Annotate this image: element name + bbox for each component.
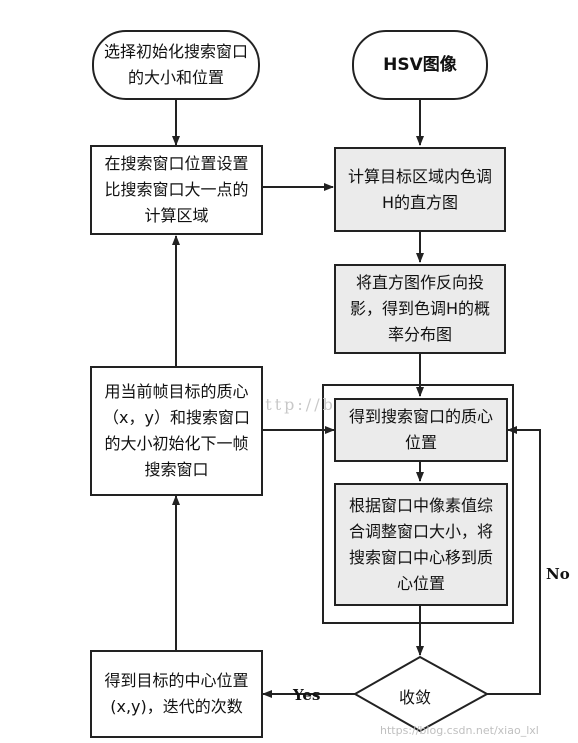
no-label: No — [546, 565, 570, 583]
adjust-text: 根据窗口中像素值综合调整窗口大小，将搜索窗口中心移到质心位置 — [348, 495, 493, 593]
set-region-node: 在搜索窗口位置设置比搜索窗口大一点的计算区域 — [90, 145, 263, 235]
centroid-node: 得到搜索窗口的质心位置 — [334, 398, 508, 462]
arrow-converge-no-loop — [487, 426, 541, 695]
init-next-node: 用当前帧目标的质心（x，y）和搜索窗口的大小初始化下一帧搜索窗口 — [90, 366, 263, 496]
adjust-node: 根据窗口中像素值综合调整窗口大小，将搜索窗口中心移到质心位置 — [334, 483, 508, 606]
hue-hist-node: 计算目标区域内色调H的直方图 — [334, 147, 506, 232]
start-node-hsv: HSV图像 — [352, 30, 488, 100]
back-project-text: 将直方图作反向投影，得到色调H的概率分布图 — [349, 273, 491, 344]
result-node: 得到目标的中心位置(x,y)，迭代的次数 — [90, 650, 263, 738]
watermark-url: https://blog.csdn.net/xiao_lxl — [380, 724, 539, 737]
result-text: 得到目标的中心位置(x,y)，迭代的次数 — [104, 671, 249, 716]
init-next-text: 用当前帧目标的质心（x，y）和搜索窗口的大小初始化下一帧搜索窗口 — [103, 382, 250, 479]
yes-label: Yes — [293, 686, 321, 704]
decision-diamond — [352, 655, 490, 733]
start-node-left-text: 选择初始化搜索窗口的大小和位置 — [103, 42, 248, 87]
start-node-left: 选择初始化搜索窗口的大小和位置 — [92, 30, 260, 100]
set-region-text: 在搜索窗口位置设置比搜索窗口大一点的计算区域 — [104, 154, 249, 225]
start-node-hsv-text: HSV图像 — [383, 55, 457, 75]
loop-frame — [322, 384, 514, 624]
hue-hist-text: 计算目标区域内色调H的直方图 — [347, 166, 492, 212]
converge-label: 收敛 — [399, 688, 432, 707]
back-project-node: 将直方图作反向投影，得到色调H的概率分布图 — [334, 264, 506, 354]
centroid-text: 得到搜索窗口的质心位置 — [348, 407, 493, 452]
